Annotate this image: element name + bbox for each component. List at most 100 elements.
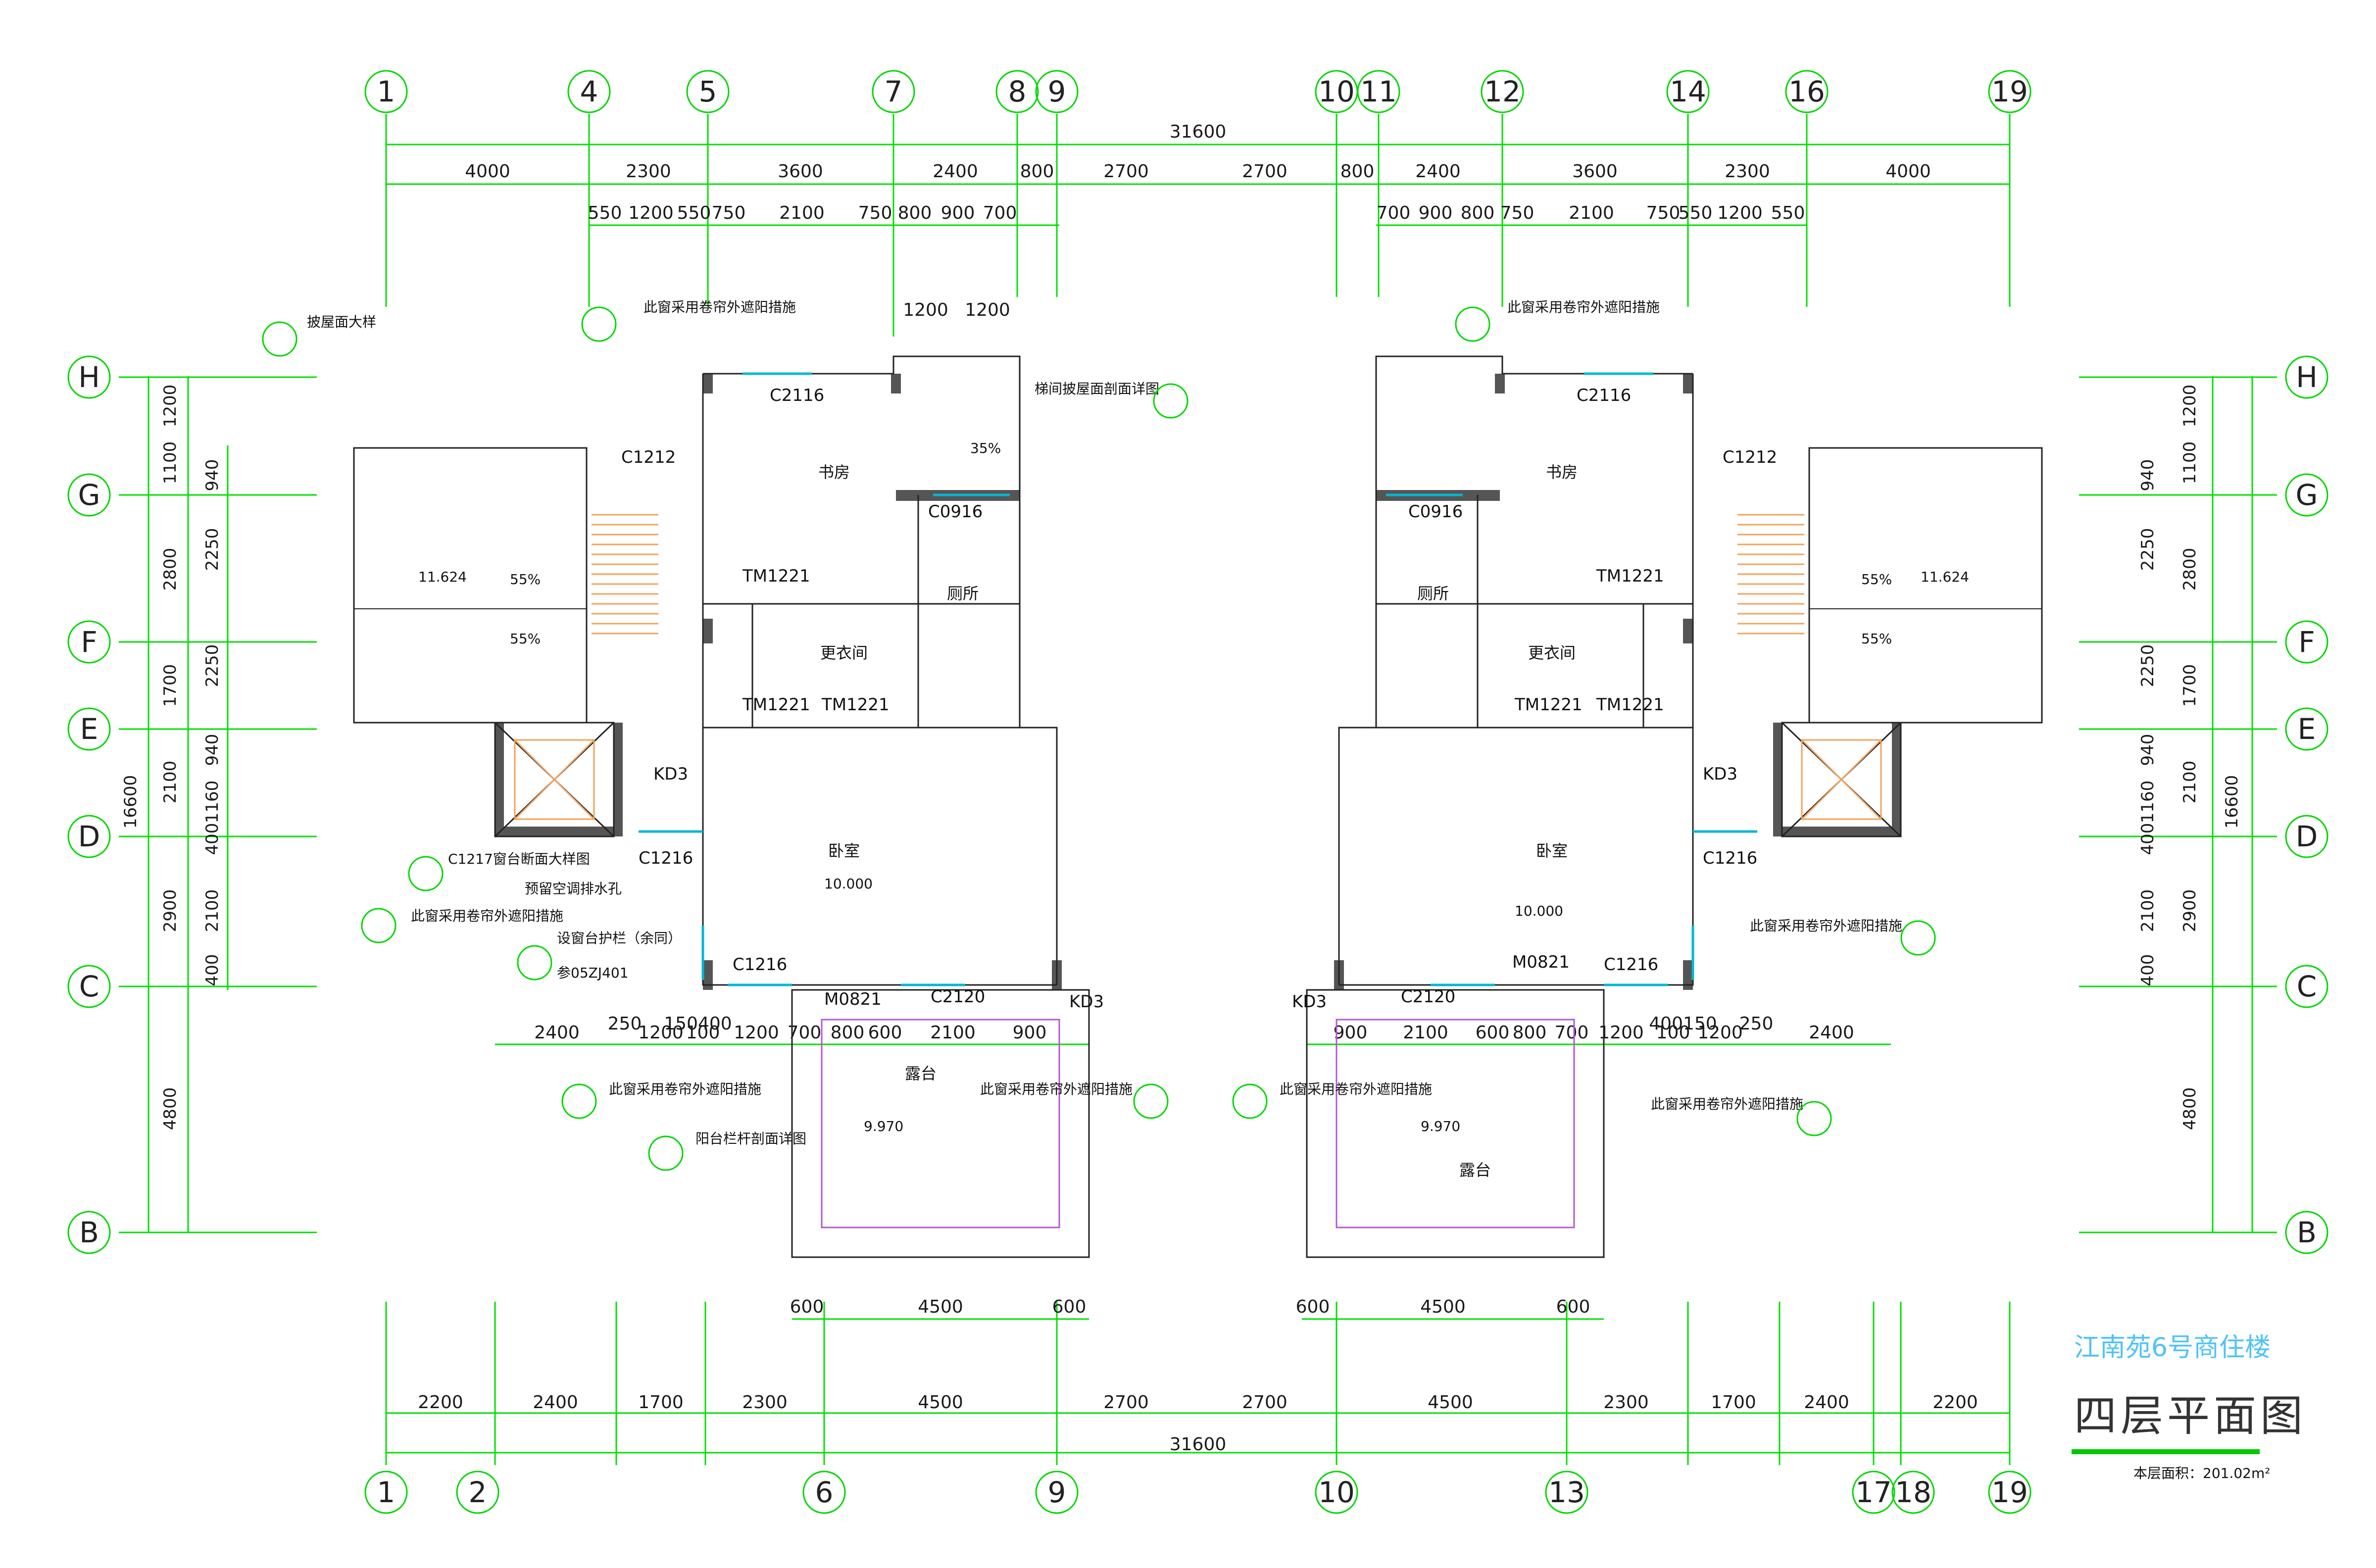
dimension-text: 2700 bbox=[1103, 1392, 1149, 1413]
svg-text:C: C bbox=[79, 970, 99, 1003]
room-label-toilet: 厕所 bbox=[1417, 584, 1449, 603]
total-height-dimension: 16600 bbox=[121, 775, 141, 829]
room-label-terrace: 露台 bbox=[1459, 1161, 1491, 1179]
terrace-left bbox=[791, 989, 1090, 1258]
room-label-study: 书房 bbox=[818, 463, 850, 482]
dimension-text: 2250 bbox=[2138, 644, 2158, 687]
dimension-text: 2800 bbox=[160, 548, 180, 591]
detail-callout-icon bbox=[1455, 306, 1490, 342]
svg-text:E: E bbox=[2298, 712, 2316, 746]
window-tag: C1216 bbox=[1703, 848, 1757, 868]
right-unit: C2116 C1212 C0916 TM1221 TM1221 TM1221 C… bbox=[1280, 299, 2043, 1258]
axis-bubble: B bbox=[67, 1211, 111, 1254]
axis-bubble: F bbox=[2285, 620, 2328, 664]
slope-mark: 55% bbox=[510, 571, 541, 588]
dimension-text: 600 bbox=[1476, 1023, 1510, 1043]
door-tag: TM1221 bbox=[1514, 695, 1583, 715]
svg-text:1: 1 bbox=[377, 75, 396, 108]
dimension-text: 4000 bbox=[1885, 161, 1931, 182]
dimension-text: 940 bbox=[2138, 734, 2158, 766]
dimension-text: 2400 bbox=[533, 1392, 578, 1413]
detail-callout-icon bbox=[262, 321, 297, 357]
window-tag: C2120 bbox=[931, 987, 985, 1007]
dimension-text: 1100 bbox=[2180, 441, 2200, 485]
dimension-text: 700 bbox=[1377, 203, 1411, 223]
top-axis-bubbles: 1 4 5 7 8 9 10 11 12 14 16 19 bbox=[364, 70, 2031, 113]
room-label-dressing: 更衣间 bbox=[1528, 643, 1576, 662]
window-tag: C1216 bbox=[733, 955, 787, 975]
level-mark: 10.000 bbox=[824, 876, 873, 892]
dimension-text: 800 bbox=[1340, 161, 1375, 182]
axis-bubble: 13 bbox=[1545, 1470, 1588, 1514]
slope-mark: 55% bbox=[1861, 571, 1892, 588]
door-tag: KD3 bbox=[653, 764, 688, 784]
axis-bubble: 1 bbox=[364, 1470, 408, 1514]
detail-callout-icon bbox=[517, 945, 552, 980]
svg-text:G: G bbox=[2296, 478, 2318, 512]
axis-bubble: H bbox=[67, 355, 111, 399]
axis-bubble: F bbox=[67, 620, 111, 664]
svg-text:9: 9 bbox=[1048, 1475, 1066, 1509]
window-sill-note: C1217窗台断面大样图 bbox=[448, 851, 590, 867]
axis-bubble: 6 bbox=[802, 1470, 846, 1514]
dimension-text: 750 bbox=[712, 203, 746, 223]
dimension-text: 750 bbox=[858, 203, 892, 223]
svg-text:1: 1 bbox=[377, 1475, 396, 1509]
dimension-text: 2400 bbox=[1804, 1392, 1849, 1413]
dimension-text: 2900 bbox=[160, 889, 180, 932]
window-tag: C1212 bbox=[1723, 447, 1777, 467]
dimension-text: 600 bbox=[1052, 1297, 1087, 1317]
dimension-text: 1700 bbox=[2180, 664, 2200, 707]
left-unit: C2116 C1212 C0916 TM1221 TM1221 TM1221 C… bbox=[307, 299, 1159, 1258]
dimension-text: 2300 bbox=[1603, 1392, 1649, 1413]
dimension-text: 900 bbox=[1419, 203, 1453, 223]
svg-text:B: B bbox=[79, 1216, 99, 1249]
dimension-text: 2250 bbox=[2138, 528, 2158, 571]
axis-bubble: 19 bbox=[1988, 70, 2031, 113]
dimension-text: 2400 bbox=[534, 1023, 580, 1043]
overall-dimension: 31600 bbox=[1170, 122, 1227, 142]
dimension-text: 2100 bbox=[2180, 761, 2200, 804]
dimension-text: 1200 bbox=[965, 300, 1010, 320]
dimension-text: 1200 bbox=[1697, 1023, 1743, 1043]
dimension-text: 2100 bbox=[930, 1023, 976, 1043]
dimension-text: 800 bbox=[831, 1023, 865, 1043]
dimension-text: 4800 bbox=[160, 1087, 180, 1130]
svg-text:11: 11 bbox=[1360, 75, 1397, 108]
axis-bubble: 9 bbox=[1035, 1470, 1079, 1514]
svg-text:E: E bbox=[80, 712, 99, 746]
window-tag: C0916 bbox=[928, 502, 983, 522]
dimension-text: 250 bbox=[608, 1014, 642, 1034]
walls-right bbox=[1334, 374, 1901, 990]
dimension-text: 600 bbox=[868, 1023, 902, 1043]
dimension-text: 4800 bbox=[2180, 1087, 2200, 1130]
dimension-text: 2200 bbox=[418, 1392, 463, 1413]
dimension-text: 4000 bbox=[465, 161, 510, 182]
door-tag: TM1221 bbox=[821, 695, 890, 715]
dimension-text: 2250 bbox=[202, 528, 222, 571]
dimension-text: 2400 bbox=[933, 161, 978, 182]
dimension-text: 4500 bbox=[918, 1392, 963, 1413]
dimension-text: 900 bbox=[1013, 1023, 1047, 1043]
dimension-text: 900 bbox=[1334, 1023, 1368, 1043]
top-dimensions: 31600 4000 2300 3600 2400 800 2700 2700 … bbox=[465, 122, 1931, 320]
stair-roof-note: 梯间披屋面剖面详图 bbox=[1035, 381, 1159, 397]
dimension-text: 100 bbox=[1656, 1023, 1690, 1043]
svg-text:H: H bbox=[78, 360, 100, 394]
dimension-text: 800 bbox=[898, 203, 932, 223]
overall-dimension: 31600 bbox=[1170, 1434, 1227, 1455]
stair-left bbox=[592, 514, 658, 635]
dimension-text: 750 bbox=[1646, 203, 1681, 223]
dimension-text: 800 bbox=[1461, 203, 1495, 223]
axis-bubble: 17 bbox=[1852, 1470, 1895, 1514]
svg-text:H: H bbox=[2296, 360, 2318, 394]
wall-outlines-right bbox=[1338, 355, 1902, 986]
svg-text:4: 4 bbox=[580, 75, 598, 108]
windows-right bbox=[1386, 372, 1757, 986]
svg-text:B: B bbox=[2297, 1216, 2317, 1249]
svg-text:10: 10 bbox=[1318, 75, 1355, 108]
axis-bubble: E bbox=[2285, 707, 2328, 751]
dimension-text: 1700 bbox=[160, 664, 180, 707]
detail-callout-icon bbox=[648, 1135, 684, 1171]
dimension-text: 2300 bbox=[742, 1392, 788, 1413]
